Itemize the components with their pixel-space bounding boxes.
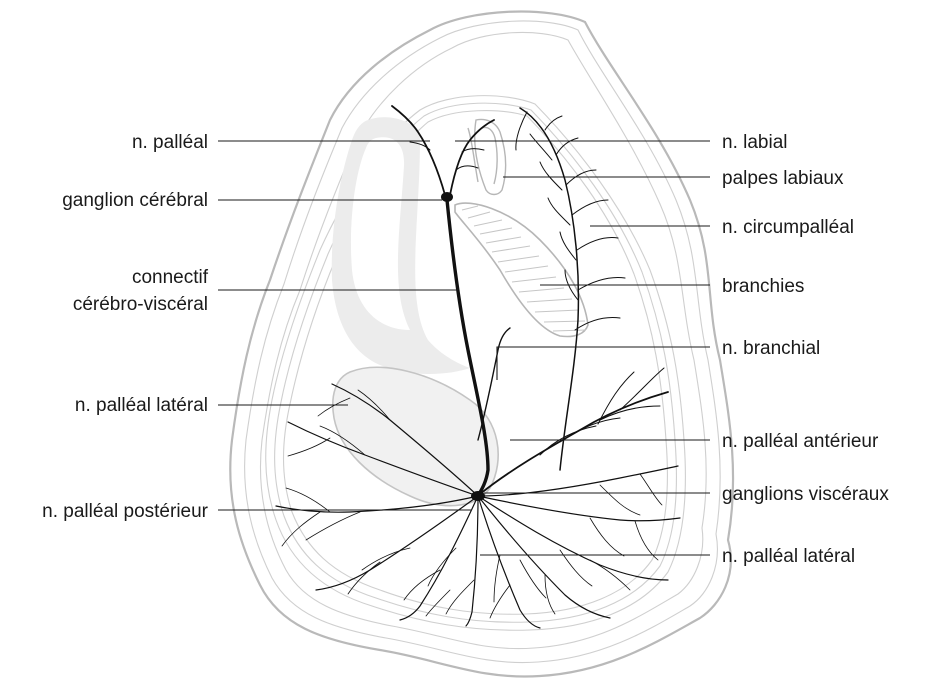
visceral-ganglion <box>471 491 485 501</box>
label-n-labial: n. labial <box>722 132 788 153</box>
label-n-palleal-anterieur: n. palléal antérieur <box>722 431 879 452</box>
mantle-rim <box>266 96 686 631</box>
label-n-palleal-lateral-right: n. palléal latéral <box>722 546 855 567</box>
left-labels: n. palléal ganglion cérébral connectif c… <box>42 132 209 522</box>
labial-palps <box>468 120 506 195</box>
nervous-system <box>276 106 680 628</box>
label-branchies: branchies <box>722 276 804 297</box>
labial-nerve <box>450 120 494 195</box>
label-ganglions-visceraux: ganglions viscéraux <box>722 484 889 505</box>
visceral-mass <box>333 367 498 505</box>
branchial-nerve <box>478 328 510 440</box>
cerebral-ganglion <box>441 192 453 202</box>
label-n-palleal: n. palléal <box>132 132 208 153</box>
label-connectif-line1: connectif <box>132 267 209 288</box>
label-n-circumpalleal: n. circumpalléal <box>722 217 854 238</box>
label-ganglion-cerebral: ganglion cérébral <box>62 190 208 211</box>
label-n-palleal-posterieur: n. palléal postérieur <box>42 501 208 522</box>
label-n-branchial: n. branchial <box>722 338 820 359</box>
label-palpes-labiaux: palpes labiaux <box>722 168 844 189</box>
label-connectif-line2: cérébro-viscéral <box>73 294 208 315</box>
adductor-muscle-outline <box>332 117 470 374</box>
label-n-palleal-lateral-left: n. palléal latéral <box>75 395 208 416</box>
right-labels: n. labial palpes labiaux n. circumpalléa… <box>722 132 889 567</box>
